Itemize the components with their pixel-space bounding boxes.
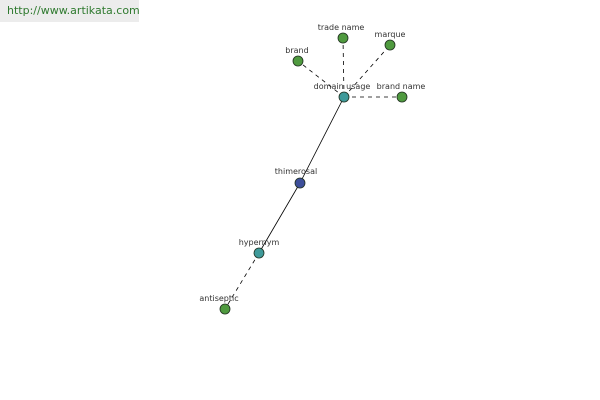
edge-thimerosal-to-domain-usage <box>299 96 345 184</box>
graph-nodes <box>219 32 408 315</box>
node-trade-name[interactable] <box>337 32 349 44</box>
edge-domain-usage-to-brand <box>297 60 345 98</box>
source-banner: http://www.artikata.com <box>0 0 140 22</box>
node-thimerosal[interactable] <box>294 177 306 189</box>
edge-hypernym-to-antiseptic <box>224 252 260 310</box>
node-label-antiseptic: antiseptic <box>199 294 238 303</box>
node-hypernym[interactable] <box>253 247 265 259</box>
node-label-thimerosal: thimerosal <box>275 167 317 176</box>
node-domain-usage[interactable] <box>338 91 350 103</box>
edge-domain-usage-to-marque <box>343 44 391 98</box>
source-url-link[interactable]: http://www.artikata.com <box>7 4 140 17</box>
node-antiseptic[interactable] <box>219 303 231 315</box>
edge-domain-usage-to-trade-name <box>342 37 345 98</box>
node-label-brand: brand <box>285 46 308 55</box>
node-label-hypernym: hypernym <box>239 238 280 247</box>
node-label-brand-name: brand name <box>377 82 426 91</box>
node-label-domain-usage: domain usage <box>314 82 371 91</box>
node-label-trade-name: trade name <box>318 23 365 32</box>
graph-labels: thimerosal domain usage hypernym trade name… <box>199 23 425 303</box>
node-brand-name[interactable] <box>396 91 408 103</box>
node-brand[interactable] <box>292 55 304 67</box>
graph-edges <box>224 37 402 310</box>
node-label-marque: marque <box>375 30 406 39</box>
edge-thimerosal-to-hypernym <box>258 182 301 254</box>
node-marque[interactable] <box>384 39 396 51</box>
